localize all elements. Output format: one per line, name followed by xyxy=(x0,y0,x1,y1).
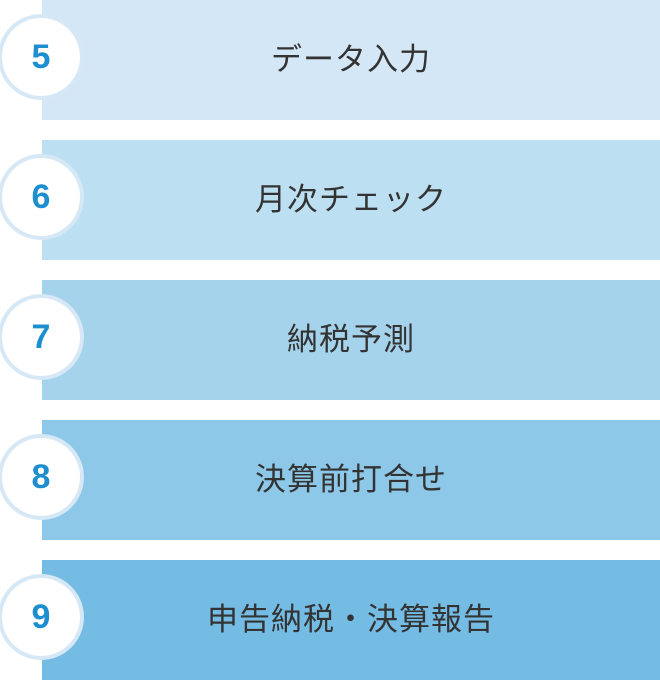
step-number-badge: 5 xyxy=(2,18,80,96)
step-bar xyxy=(42,420,660,540)
step-bar xyxy=(42,560,660,680)
step-5: データ入力 5 xyxy=(0,0,660,120)
step-label: 決算前打合せ xyxy=(255,462,447,498)
step-label: 納税予測 xyxy=(287,322,415,358)
step-bar xyxy=(42,280,660,400)
step-number-badge: 8 xyxy=(2,438,80,516)
step-label: 申告納税・決算報告 xyxy=(207,602,495,638)
step-7: 納税予測 7 xyxy=(0,280,660,400)
step-number-badge: 9 xyxy=(2,578,80,656)
step-bar xyxy=(42,0,660,120)
step-label: 月次チェック xyxy=(255,182,447,218)
step-8: 決算前打合せ 8 xyxy=(0,420,660,540)
step-6: 月次チェック 6 xyxy=(0,140,660,260)
step-label: データ入力 xyxy=(271,42,431,78)
step-9: 申告納税・決算報告 9 xyxy=(0,560,660,680)
step-bar xyxy=(42,140,660,260)
step-number-badge: 6 xyxy=(2,158,80,236)
step-number-badge: 7 xyxy=(2,298,80,376)
